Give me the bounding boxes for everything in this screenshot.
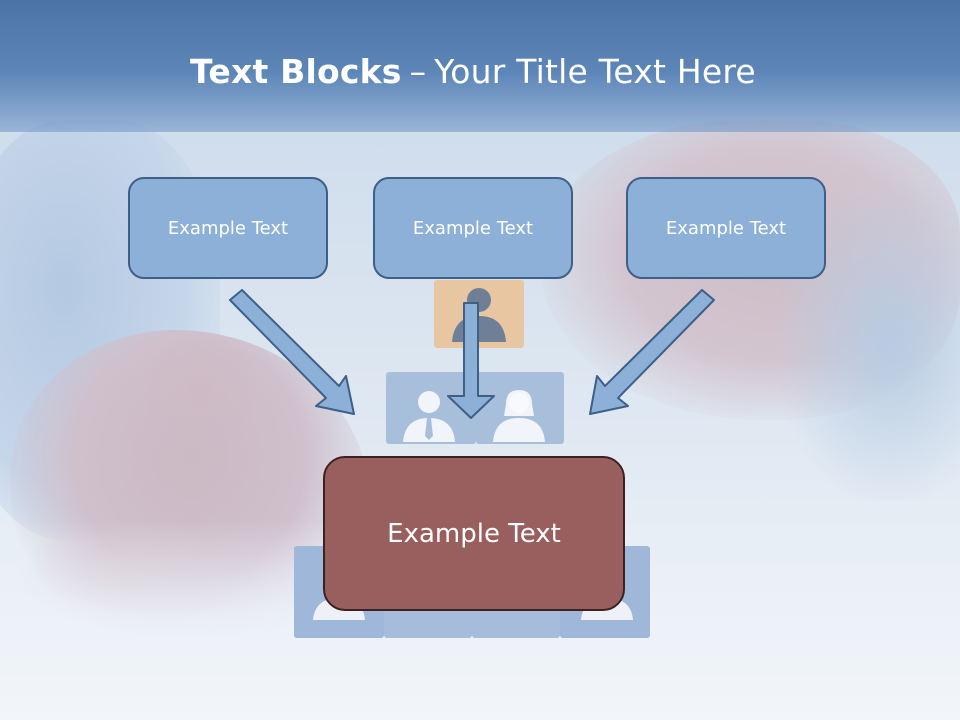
title-bar: Text Blocks–Your Title Text Here — [0, 0, 960, 132]
text-block-main[interactable]: Example Text — [323, 456, 625, 611]
person-icon — [490, 386, 548, 442]
person-icon — [400, 386, 458, 442]
person-icon — [448, 282, 510, 342]
title-separator: – — [409, 52, 427, 91]
text-block-label: Example Text — [167, 217, 289, 239]
left-finger — [140, 330, 260, 450]
text-block-main-label: Example Text — [387, 518, 561, 549]
text-block-label: Example Text — [665, 217, 787, 239]
text-block-center[interactable]: Example Text — [373, 177, 573, 279]
slide-title: Text Blocks–Your Title Text Here — [0, 52, 946, 91]
text-block-right[interactable]: Example Text — [626, 177, 826, 279]
title-rest: Your Title Text Here — [434, 52, 756, 91]
title-bold: Text Blocks — [190, 52, 402, 91]
text-block-label: Example Text — [412, 217, 534, 239]
text-block-left[interactable]: Example Text — [128, 177, 328, 279]
